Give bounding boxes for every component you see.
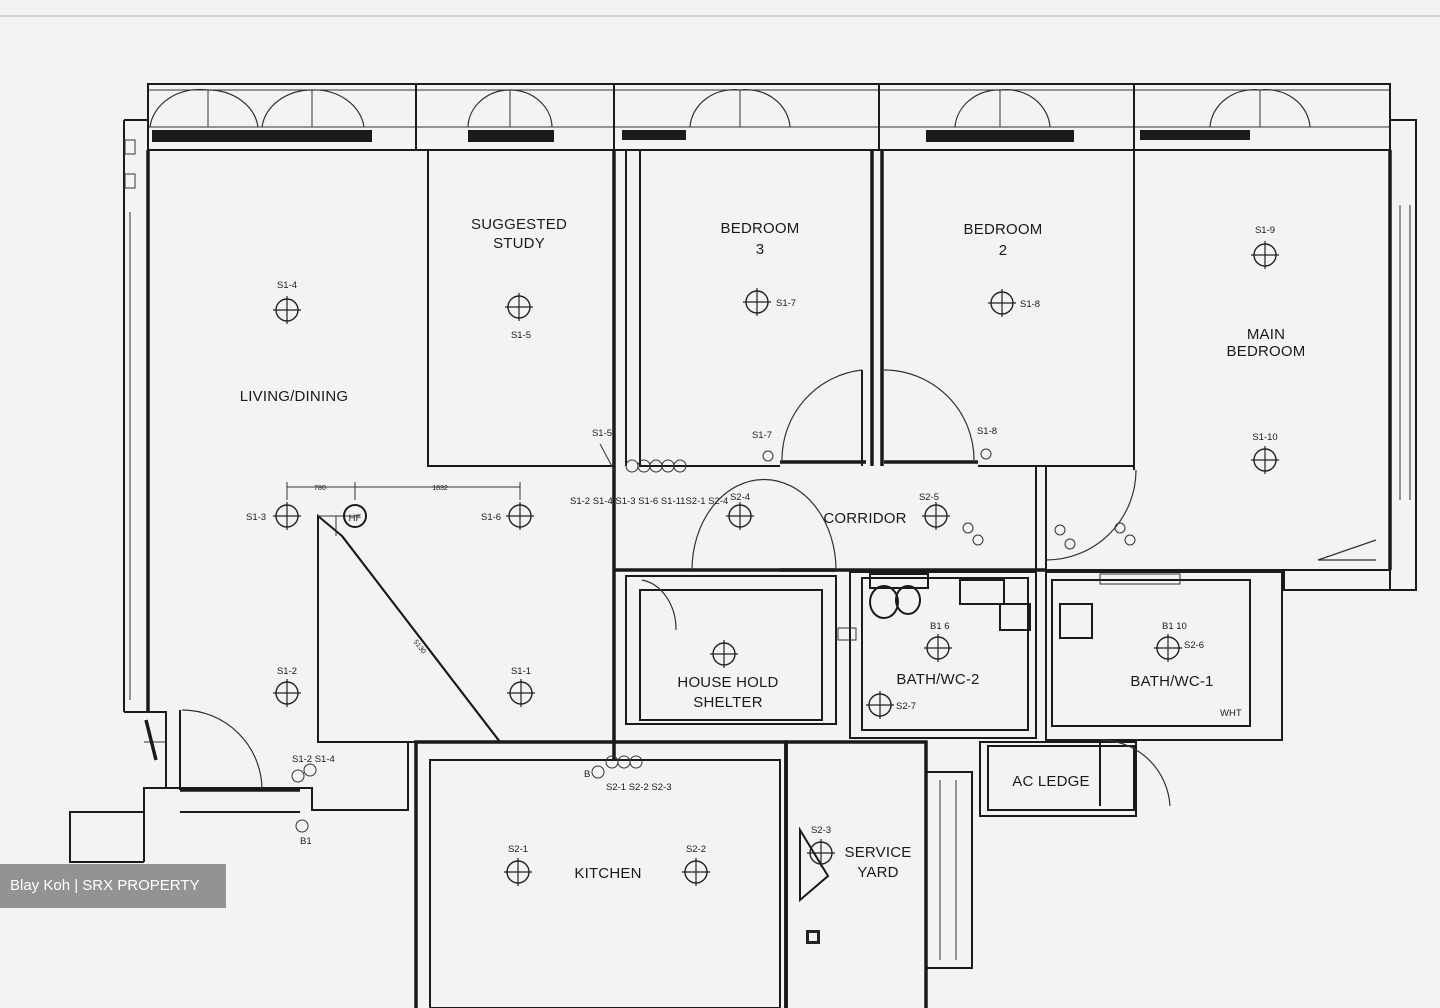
room-label-service-1: SERVICE bbox=[845, 844, 912, 861]
interior-walls bbox=[144, 150, 1284, 1008]
tag-b: B bbox=[584, 769, 590, 780]
switch-cluster-main bbox=[599, 443, 687, 473]
light-point-study bbox=[505, 293, 533, 321]
tag-s2-4: S2-4 bbox=[730, 492, 750, 503]
light-point-main-2 bbox=[1251, 446, 1279, 474]
switch-cluster-entry bbox=[291, 763, 317, 833]
light-point-living-4 bbox=[507, 679, 535, 707]
light-point-living-1 bbox=[273, 296, 301, 324]
hf-label: HF bbox=[349, 513, 362, 524]
light-point-service-yard bbox=[807, 839, 835, 867]
exterior-walls bbox=[69, 119, 1417, 863]
light-point-bath2-2 bbox=[866, 691, 894, 719]
tag-s2-6: S2-6 bbox=[1184, 640, 1204, 651]
dimension-line: 780 1832 5130 bbox=[286, 482, 521, 656]
light-point-bath1 bbox=[1154, 634, 1182, 662]
light-point-kitchen-2 bbox=[682, 858, 710, 886]
room-label-study-2: STUDY bbox=[493, 235, 545, 252]
room-label-service-2: YARD bbox=[857, 864, 898, 881]
sanitary-fixtures bbox=[837, 573, 1181, 641]
light-point-bath2-1 bbox=[924, 634, 952, 662]
switch-cluster-bath bbox=[762, 448, 1136, 550]
room-label-shelter-2: SHELTER bbox=[693, 694, 762, 711]
tag-b1-6: B1 6 bbox=[930, 621, 950, 632]
tag-s2-1: S2-1 bbox=[508, 844, 528, 855]
tag-s1-4: S1-4 bbox=[277, 280, 297, 291]
room-label-bedroom2-1: BEDROOM bbox=[964, 221, 1043, 238]
hf-symbol: HF bbox=[343, 504, 367, 528]
room-label-ac-ledge: AC LEDGE bbox=[1012, 773, 1089, 790]
dimension-diagonal: 5130 bbox=[412, 639, 427, 656]
tag-s1-9: S1-9 bbox=[1255, 225, 1275, 236]
light-point-shelter bbox=[710, 640, 738, 668]
window-strip bbox=[147, 83, 1391, 151]
tag-s2-2: S2-2 bbox=[686, 844, 706, 855]
dimension-1: 780 bbox=[314, 485, 326, 492]
room-label-corridor: CORRIDOR bbox=[823, 510, 906, 527]
tag-b1-10: B1 10 bbox=[1162, 621, 1187, 632]
tag-s1-1: S1-1 bbox=[511, 666, 531, 677]
tag-s1-3: S1-3 bbox=[246, 512, 266, 523]
light-point-corridor-2 bbox=[922, 502, 950, 530]
tag-s2-7: S2-7 bbox=[896, 701, 916, 712]
light-point-kitchen-1 bbox=[504, 858, 532, 886]
room-label-shelter-1: HOUSE HOLD bbox=[677, 674, 778, 691]
tag-switch-s1-5: S1-5 bbox=[592, 428, 612, 439]
light-point-main-1 bbox=[1251, 241, 1279, 269]
light-point-bedroom2 bbox=[988, 289, 1016, 317]
light-point-living-2 bbox=[273, 502, 301, 530]
tag-s2-3: S2-3 bbox=[811, 825, 831, 836]
room-label-bath2: BATH/WC-2 bbox=[896, 671, 979, 688]
room-label-bedroom3-1: BEDROOM bbox=[721, 220, 800, 237]
room-label-bedroom3-2: 3 bbox=[756, 241, 765, 258]
room-label-bath1: BATH/WC-1 bbox=[1130, 673, 1213, 690]
switch-cluster-kitchen bbox=[591, 755, 643, 779]
tag-switch-group-kitchen: S2-1 S2-2 S2-3 bbox=[606, 782, 671, 793]
tag-switch-group-entry: S1-2 S1-4 bbox=[292, 754, 335, 765]
tag-b1: B1 bbox=[300, 836, 312, 847]
dimension-2: 1832 bbox=[432, 485, 448, 492]
light-point-corridor-1 bbox=[726, 502, 754, 530]
light-point-bedroom3 bbox=[743, 288, 771, 316]
tag-wht: WHT bbox=[1220, 708, 1242, 719]
room-label-main-1: MAIN bbox=[1247, 326, 1285, 343]
room-label-bedroom2-2: 2 bbox=[999, 242, 1008, 259]
light-point-dining bbox=[506, 502, 534, 530]
tag-s1-2: S1-2 bbox=[277, 666, 297, 677]
tag-switch-group-main: S1-2 S1-4 S1-3 S1-6 S1-11S2-1 S2-4 bbox=[570, 496, 728, 507]
tag-s1-7: S1-7 bbox=[776, 298, 796, 309]
watermark-badge: Blay Koh | SRX PROPERTY bbox=[0, 864, 226, 908]
tag-s1-6: S1-6 bbox=[481, 512, 501, 523]
tag-s1-5: S1-5 bbox=[511, 330, 531, 341]
tag-switch-s1-8: S1-8 bbox=[977, 426, 997, 437]
room-label-study-1: SUGGESTED bbox=[471, 216, 567, 233]
tag-s1-10: S1-10 bbox=[1252, 432, 1277, 443]
doors bbox=[144, 369, 1377, 813]
tag-s1-8: S1-8 bbox=[1020, 299, 1040, 310]
room-label-kitchen: KITCHEN bbox=[574, 865, 641, 882]
tag-s2-5: S2-5 bbox=[919, 492, 939, 503]
room-label-living: LIVING/DINING bbox=[240, 388, 348, 405]
light-point-living-3 bbox=[273, 679, 301, 707]
room-label-main-2: BEDROOM bbox=[1227, 343, 1306, 360]
tag-switch-s1-7: S1-7 bbox=[752, 430, 772, 441]
